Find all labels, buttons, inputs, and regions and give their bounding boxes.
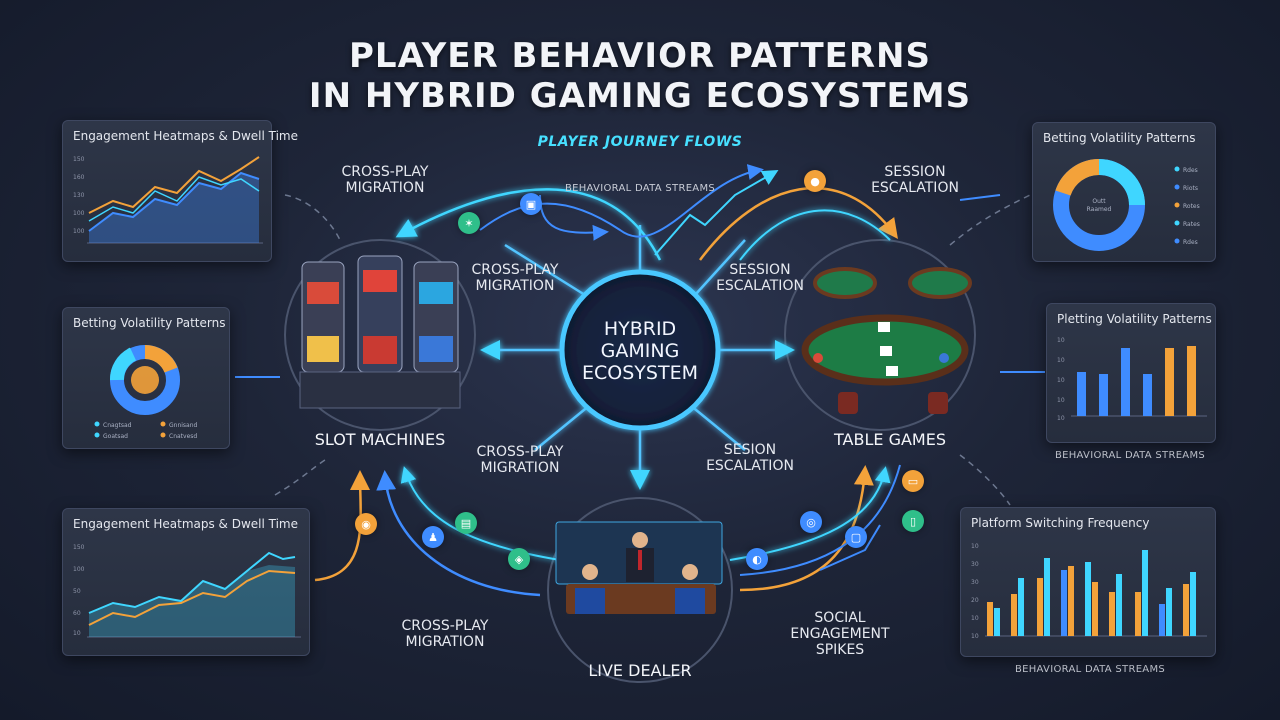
- svg-text:Raamed: Raamed: [1087, 206, 1112, 213]
- table-games-label: TABLE GAMES: [834, 430, 946, 449]
- y-tick: 100: [73, 210, 85, 217]
- y-tick: 100: [73, 228, 85, 235]
- phone-icon: ◐: [746, 548, 768, 570]
- message-icon: ▢: [845, 526, 867, 548]
- diagram-subtitle: PLAYER JOURNEY FLOWS: [537, 134, 743, 150]
- share-icon: ✶: [458, 212, 480, 234]
- panel-title: Betting Volatility Patterns: [73, 316, 226, 330]
- y-tick: 20: [971, 597, 979, 604]
- y-tick: 10: [1057, 397, 1065, 404]
- legend-item: Rdes: [1183, 167, 1198, 174]
- tablet-icon: ▯: [902, 510, 924, 532]
- donut-chart: Cnagtsad Goatsad Gnnisand Cnatvesd: [94, 345, 198, 440]
- y-tick: 10: [1057, 377, 1065, 384]
- bar-chart: 10 10 10 10 10: [1057, 337, 1207, 422]
- panel-engagement-top-left: Engagement Heatmaps & Dwell Time 150 160…: [62, 120, 298, 262]
- live-ring: [547, 497, 733, 683]
- page-title-line-2: IN HYBRID GAMING ECOSYSTEMS: [308, 76, 972, 116]
- data-streams-label-top: BEHAVIORAL DATA STREAMS: [564, 183, 716, 194]
- y-tick: 10: [971, 543, 979, 550]
- line-chart: 150 160 130 100 100: [73, 156, 263, 244]
- legend-item: Goatsad: [103, 433, 128, 440]
- vr-icon: ▭: [902, 470, 924, 492]
- group-icon: ♟: [422, 526, 444, 548]
- slot-machines-label: SLOT MACHINES: [314, 430, 446, 449]
- panel-title: Engagement Heatmaps & Dwell Time: [73, 517, 299, 531]
- slot-machines-illustration: [299, 255, 461, 409]
- donut-chart: Outt Raamed Rdes Riots Rotes Rates Rdes: [1053, 159, 1200, 251]
- tables-ring: [784, 239, 976, 431]
- y-tick: 30: [971, 561, 979, 568]
- legend-item: Cnatvesd: [169, 433, 197, 440]
- data-streams-label-right-mid: BEHAVIORAL DATA STREAMS: [1054, 450, 1206, 461]
- y-tick: 130: [73, 192, 85, 199]
- panel-engagement-bottom-left: Engagement Heatmaps & Dwell Time 150 100…: [62, 508, 310, 656]
- panel-pletting-mid-right: Pletting Volatility Patterns 10 10 10 10…: [1046, 303, 1216, 443]
- data-streams-label-right-bottom: BEHAVIORAL DATA STREAMS: [1014, 664, 1166, 675]
- donut-center-label: Outt: [1092, 198, 1106, 205]
- tag-icon: ▣: [520, 193, 542, 215]
- panel-betting-mid-left: Betting Volatility Patterns Cnagtsad Goa…: [62, 307, 230, 449]
- y-tick: 10: [1057, 415, 1065, 422]
- line-chart: 150 100 50 60 10: [73, 544, 301, 638]
- panel-platform-switching-bottom-right: Platform Switching Frequency 10 30 30 20…: [960, 507, 1216, 657]
- table-games-illustration: [801, 267, 972, 414]
- page-title-line-1: PLAYER BEHAVIOR PATTERNS: [349, 36, 931, 76]
- panel-betting-top-right: Betting Volatility Patterns Outt Raamed …: [1032, 122, 1216, 262]
- hub-circle: [559, 269, 721, 431]
- chat-icon: ▤: [455, 512, 477, 534]
- legend-item: Gnnisand: [169, 422, 198, 429]
- y-tick: 50: [73, 588, 81, 595]
- legend-item: Riots: [1183, 185, 1198, 192]
- panel-title: Pletting Volatility Patterns: [1057, 312, 1212, 326]
- panel-title: Engagement Heatmaps & Dwell Time: [73, 129, 299, 143]
- live-dealer-label: LIVE DEALER: [588, 661, 692, 680]
- y-tick: 150: [73, 544, 85, 551]
- panel-title: Betting Volatility Patterns: [1043, 131, 1196, 145]
- y-tick: 60: [73, 610, 81, 617]
- y-tick: 10: [971, 633, 979, 640]
- legend-item: Rdes: [1183, 239, 1198, 246]
- y-tick: 10: [1057, 357, 1065, 364]
- y-tick: 10: [1057, 337, 1065, 344]
- camera-icon: ◎: [800, 511, 822, 533]
- grouped-bar-chart: 10 30 30 20 10 10: [971, 543, 1207, 640]
- gamepad-icon: ◈: [508, 548, 530, 570]
- legend-item: Rates: [1183, 221, 1200, 228]
- user-icon: ●: [804, 170, 826, 192]
- y-tick: 30: [971, 579, 979, 586]
- eye-icon: ◉: [355, 513, 377, 535]
- y-tick: 160: [73, 174, 85, 181]
- slots-ring: [284, 239, 476, 431]
- y-tick: 10: [971, 615, 979, 622]
- panel-title: Platform Switching Frequency: [971, 516, 1150, 530]
- y-tick: 150: [73, 156, 85, 163]
- legend-item: Rotes: [1183, 203, 1200, 210]
- y-tick: 100: [73, 566, 85, 573]
- y-tick: 10: [73, 630, 81, 637]
- live-dealer-illustration: [555, 521, 723, 614]
- legend-item: Cnagtsad: [103, 422, 132, 429]
